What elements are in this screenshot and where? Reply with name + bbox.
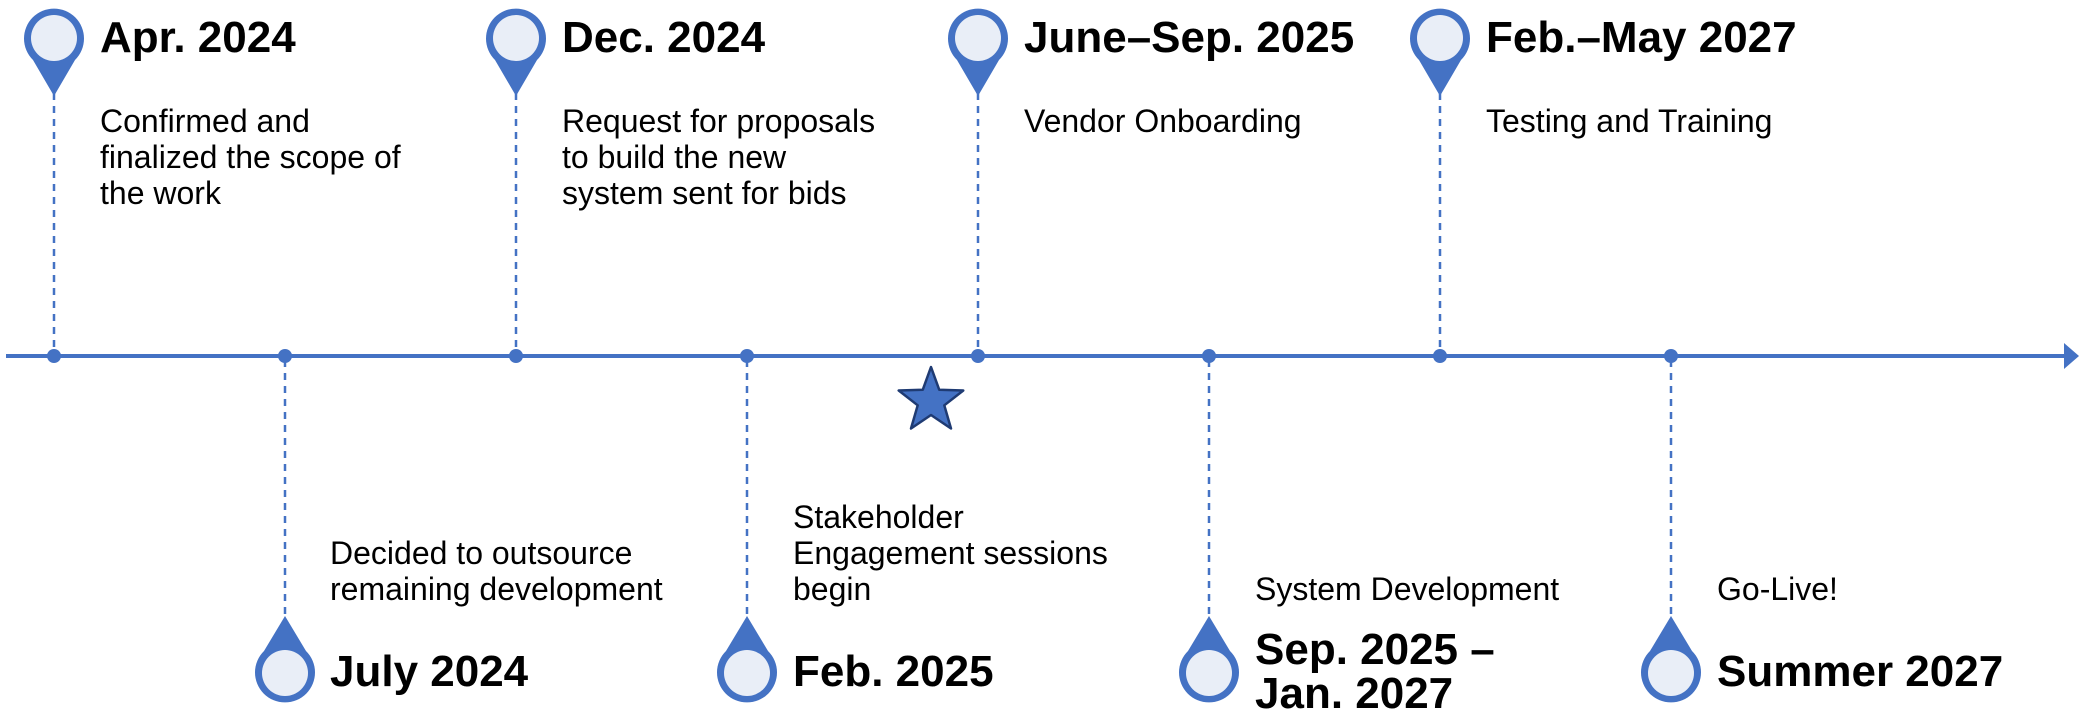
- axis-dot: [509, 349, 523, 363]
- milestone-description: Request for proposals to build the new s…: [562, 103, 875, 211]
- description-line: System Development: [1255, 571, 1560, 607]
- milestone-date: Sep. 2025 – Jan. 2027: [1255, 628, 1495, 716]
- milestone-m3: [486, 8, 546, 363]
- map-pin-icon: [1410, 8, 1470, 97]
- milestone-m7: [1410, 8, 1470, 363]
- axis-dot: [971, 349, 985, 363]
- map-pin-icon: [717, 616, 777, 703]
- map-pin-icon: [255, 616, 315, 703]
- description-line: finalized the scope of: [100, 139, 401, 175]
- description-line: Confirmed and: [100, 103, 310, 139]
- axis-dot: [47, 349, 61, 363]
- milestone-description: Vendor Onboarding: [1024, 103, 1302, 139]
- milestone-description: Go-Live!: [1717, 571, 1838, 607]
- timeline-arrow-head: [2064, 343, 2079, 369]
- date-line: Jan. 2027: [1255, 669, 1454, 718]
- axis-dot: [1202, 349, 1216, 363]
- axis-dot: [278, 349, 292, 363]
- axis-dot: [1433, 349, 1447, 363]
- star-icon: [897, 365, 965, 430]
- description-line: Engagement sessions: [793, 535, 1108, 571]
- milestone-date: Feb. 2025: [793, 647, 994, 696]
- description-line: Decided to outsource: [330, 535, 633, 571]
- milestone-m4: [717, 349, 777, 703]
- milestone-description: Testing and Training: [1486, 103, 1772, 139]
- axis-dot: [740, 349, 754, 363]
- description-line: Stakeholder: [793, 499, 964, 535]
- milestone-m5: [948, 8, 1009, 363]
- milestone-date: July 2024: [330, 647, 529, 696]
- map-pin-icon: [948, 8, 1009, 97]
- milestone-m1: [24, 8, 84, 363]
- axis-dot: [1664, 349, 1678, 363]
- map-pin-icon: [24, 8, 84, 96]
- description-line: Vendor Onboarding: [1024, 103, 1302, 139]
- description-line: Testing and Training: [1486, 103, 1773, 139]
- map-pin-icon: [1641, 616, 1702, 703]
- milestone-m2: [255, 349, 315, 703]
- milestone-description: Decided to outsource remaining developme…: [330, 535, 663, 607]
- milestone-date: June–Sep. 2025: [1024, 13, 1355, 62]
- milestone-date: Apr. 2024: [100, 13, 296, 62]
- map-pin-icon: [1179, 616, 1239, 703]
- description-line: remaining development: [330, 571, 663, 607]
- date-line: Sep. 2025 –: [1255, 625, 1495, 674]
- milestone-m6: [1179, 349, 1239, 703]
- milestone-description: Confirmed and finalized the scope of the…: [100, 103, 401, 211]
- description-line: Request for proposals: [562, 103, 876, 139]
- timeline-axis: [6, 343, 2079, 369]
- description-line: begin: [793, 571, 872, 607]
- description-line: Go-Live!: [1717, 571, 1838, 607]
- milestone-description: System Development: [1255, 571, 1559, 607]
- description-line: system sent for bids: [562, 175, 847, 211]
- milestone-date: Summer 2027: [1717, 647, 2004, 696]
- milestone-m8: [1641, 349, 1702, 703]
- milestone-description: Stakeholder Engagement sessions begin: [793, 499, 1108, 607]
- milestone-date: Dec. 2024: [562, 13, 766, 62]
- description-line: the work: [100, 175, 221, 211]
- map-pin-icon: [486, 8, 546, 97]
- description-line: to build the new: [562, 139, 787, 175]
- milestone-date: Feb.–May 2027: [1486, 13, 1797, 62]
